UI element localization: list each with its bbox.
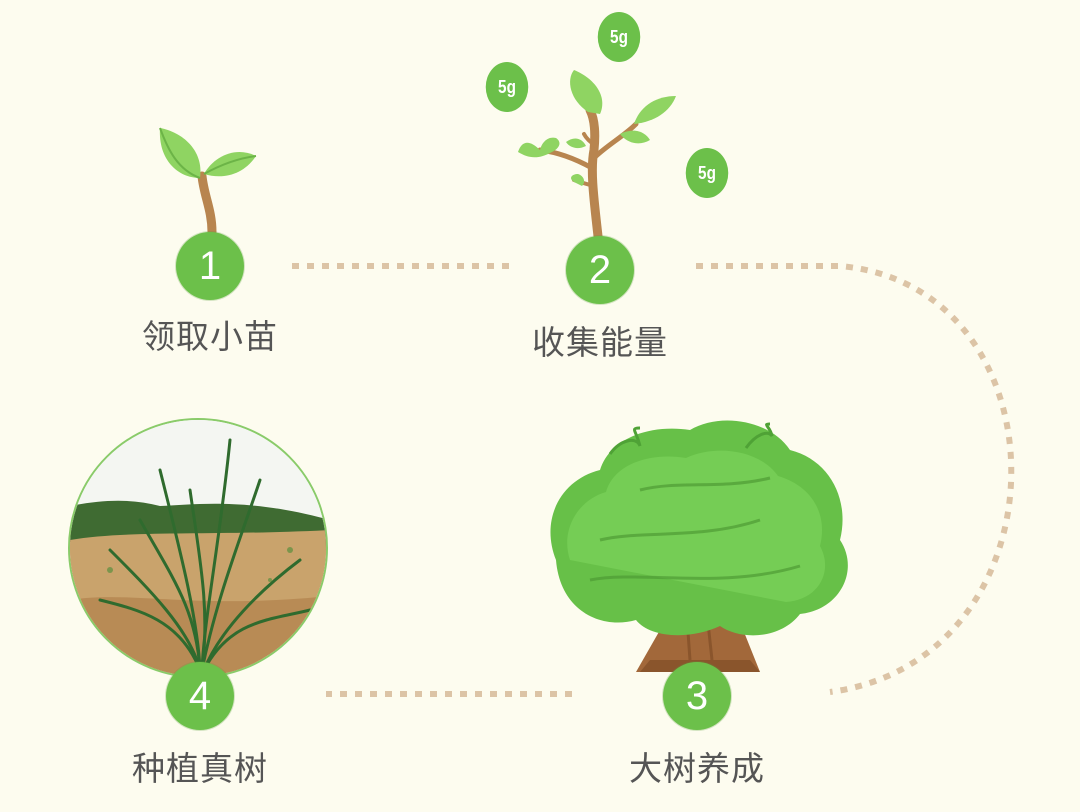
energy-bubble-2[interactable]: 5g (485, 62, 529, 112)
step-1-label: 领取小苗 (142, 317, 278, 356)
step-2-label: 收集能量 (532, 323, 668, 362)
step-2-number-badge: 2 (566, 236, 634, 304)
step-1-number-badge: 1 (176, 232, 244, 300)
step-4-label: 种植真树 (132, 749, 268, 788)
step-3-number-badge: 3 (663, 662, 731, 730)
energy-bubble-1[interactable]: 5g (597, 12, 641, 62)
planted-shrub-photo (68, 418, 328, 678)
energy-bubble-3[interactable]: 5g (685, 148, 729, 198)
step-3-label: 大树养成 (629, 749, 765, 788)
step-4-number-badge: 4 (166, 662, 234, 730)
